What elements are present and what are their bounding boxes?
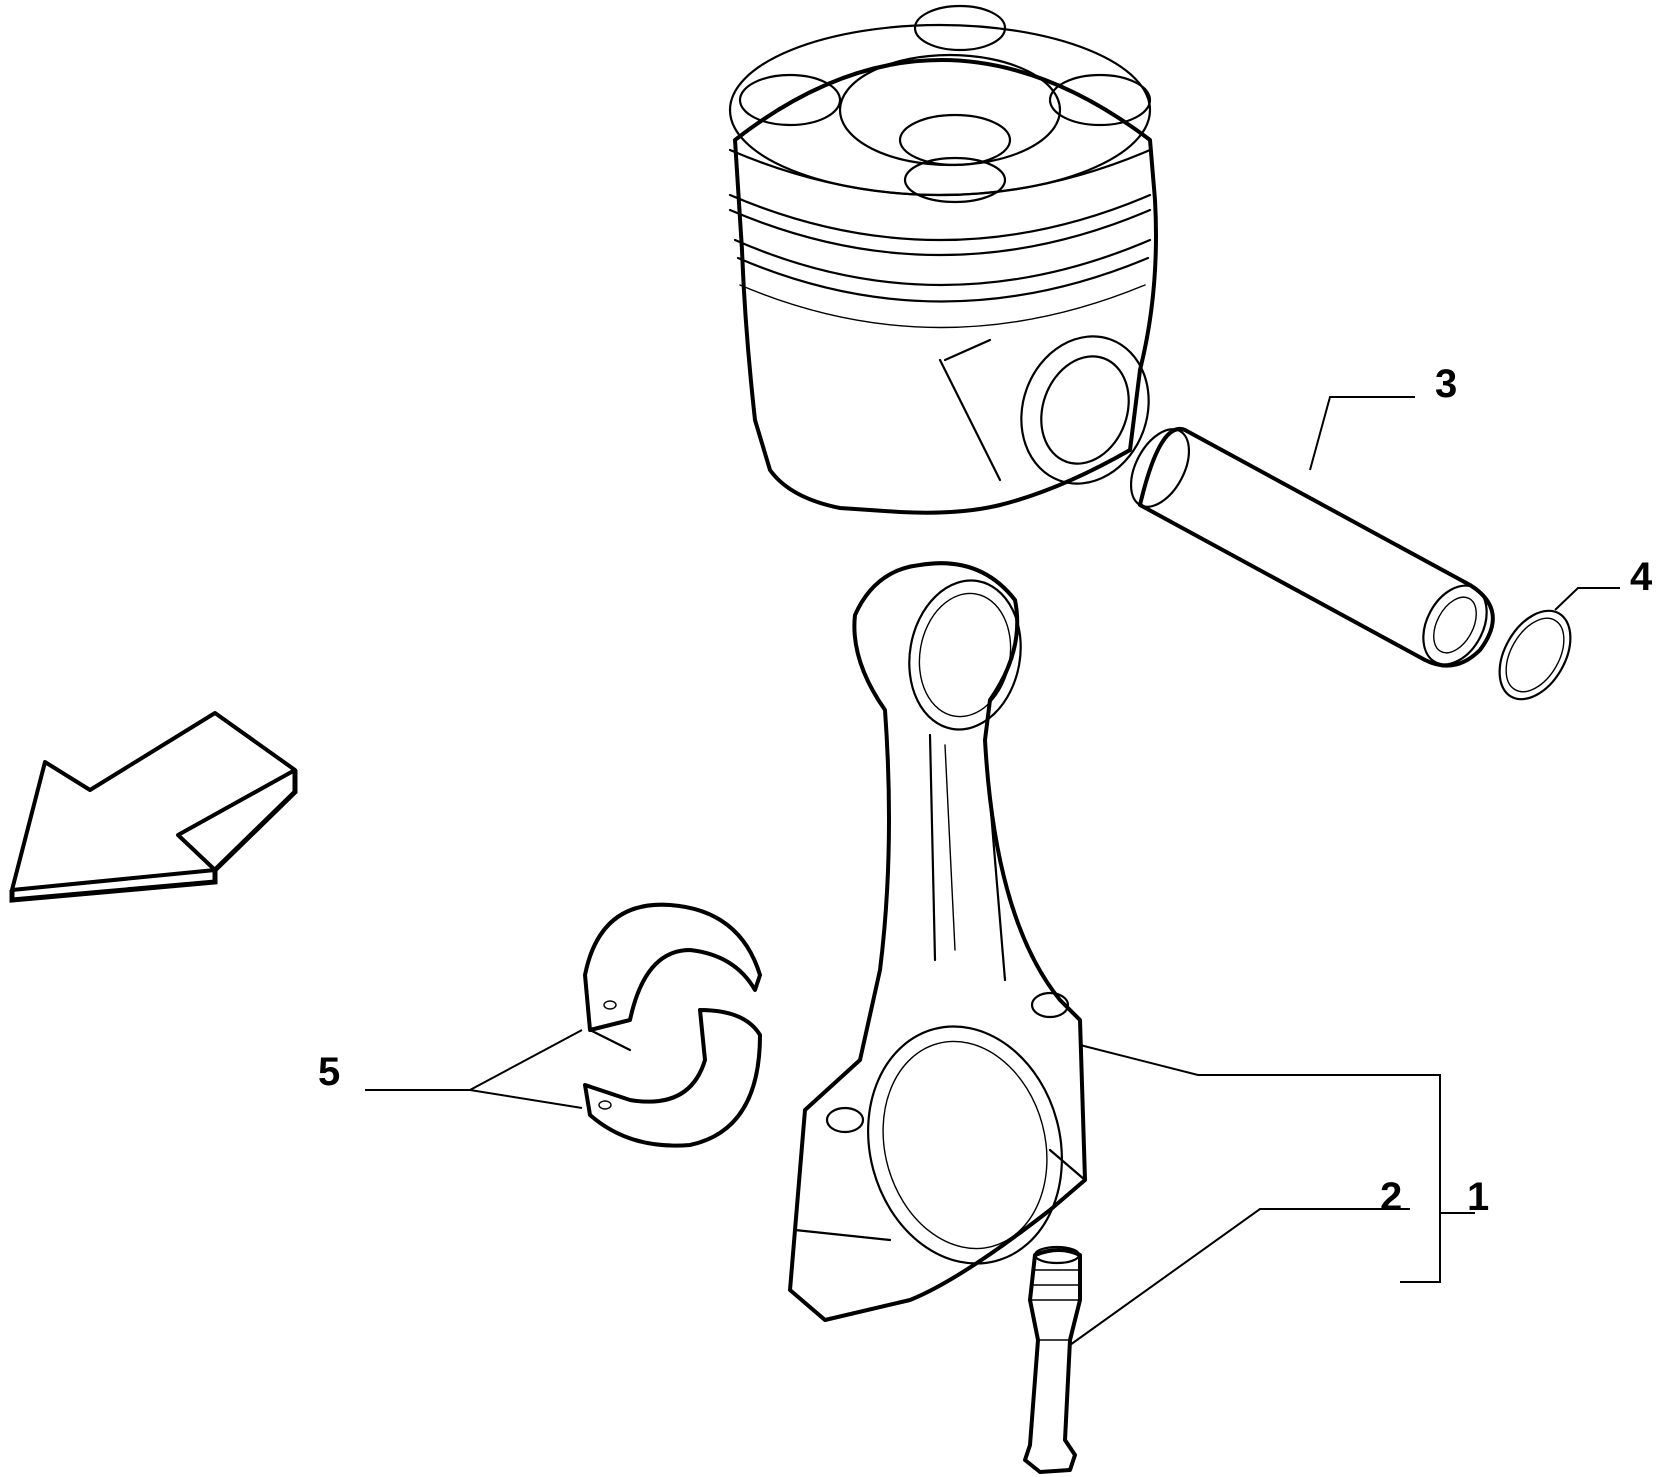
piston: [728, 4, 1158, 515]
piston-pin: [1129, 426, 1495, 668]
callout-1: 1: [1467, 1175, 1489, 1219]
callout-3: 3: [1435, 362, 1457, 406]
connecting-rod: [788, 561, 1087, 1322]
callout-4: 4: [1630, 555, 1653, 599]
rod-bolt: [1023, 1245, 1082, 1474]
bearing-shells: [583, 902, 762, 1148]
direction-arrow-icon: [9, 711, 298, 903]
callout-5: 5: [318, 1050, 340, 1094]
callout-2: 2: [1380, 1175, 1402, 1219]
circlip: [1498, 609, 1572, 701]
leader-lines: [365, 396, 1620, 1346]
